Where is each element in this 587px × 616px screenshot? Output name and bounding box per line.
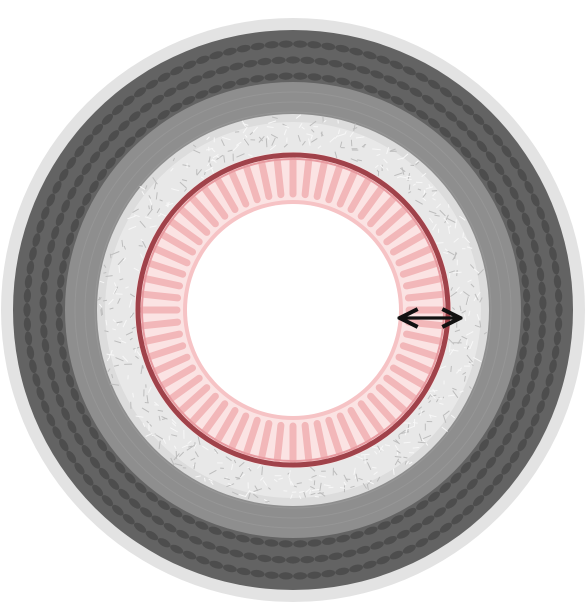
speckle-mark bbox=[372, 467, 376, 468]
speckle-mark bbox=[110, 254, 111, 258]
speckle-mark bbox=[413, 447, 420, 448]
speckle-mark bbox=[116, 294, 123, 295]
speckle-mark bbox=[309, 480, 313, 481]
cell-oval bbox=[523, 303, 530, 317]
radial-bar bbox=[305, 425, 309, 459]
radial-bar bbox=[144, 322, 178, 326]
radial-bar bbox=[277, 161, 281, 195]
speckle-mark bbox=[393, 469, 394, 475]
speckle-mark bbox=[404, 442, 411, 443]
radial-bar bbox=[305, 161, 309, 195]
cell-oval bbox=[23, 303, 30, 317]
speckle-mark bbox=[450, 343, 451, 352]
radial-bar bbox=[408, 294, 442, 298]
speckle-mark bbox=[143, 365, 144, 368]
speckle-mark bbox=[436, 243, 444, 244]
speckle-mark bbox=[103, 273, 106, 274]
speckle-mark bbox=[451, 366, 452, 372]
speckle-mark bbox=[205, 478, 206, 482]
cell-oval bbox=[286, 56, 300, 63]
speckle-mark bbox=[236, 479, 240, 480]
speckle-mark bbox=[262, 467, 263, 476]
cell-oval bbox=[286, 556, 300, 563]
speckle-mark bbox=[139, 246, 143, 247]
speckle-mark bbox=[463, 232, 464, 237]
radial-bar bbox=[144, 294, 178, 298]
lumen bbox=[183, 200, 403, 420]
speckle-mark bbox=[149, 206, 150, 210]
cell-oval bbox=[55, 303, 62, 317]
speckle-mark bbox=[395, 457, 402, 458]
speckle-mark bbox=[265, 502, 269, 503]
speckle-mark bbox=[403, 423, 411, 424]
radial-bar bbox=[408, 322, 442, 326]
speckle-mark bbox=[266, 138, 267, 147]
speckle-mark bbox=[453, 272, 462, 273]
speckle-mark bbox=[318, 493, 324, 494]
speckle-mark bbox=[409, 185, 410, 190]
radial-bar bbox=[277, 425, 281, 459]
cell-oval bbox=[555, 303, 562, 317]
speckle-mark bbox=[449, 273, 450, 278]
speckle-mark bbox=[315, 497, 319, 498]
speckle-mark bbox=[329, 487, 334, 488]
